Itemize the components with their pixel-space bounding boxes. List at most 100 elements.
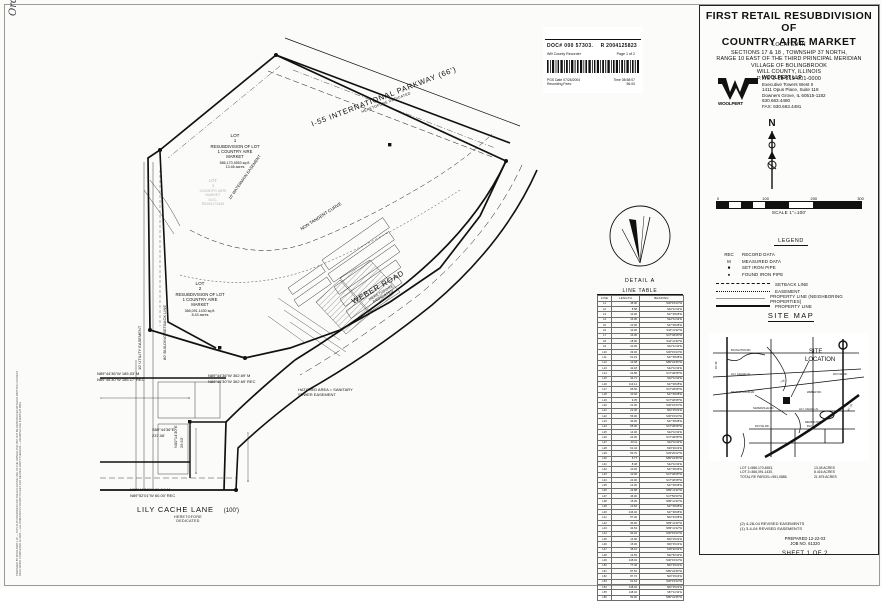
firm-address-1: Executive Towers West II (762, 81, 814, 87)
bearing-annotation-2: N89°45'30"W 185.17' REC (97, 377, 145, 382)
bearing-annotation-5: N89°44'36"W 362.69' M (208, 373, 251, 378)
lot-2-number: 2 (198, 286, 202, 292)
revision-2: (2) 4-28-04 REVISED EASEMENTS (740, 521, 805, 526)
svg-text:REMINGTON: REMINGTON (805, 420, 821, 424)
location-block: LOCATED IN SECTIONS 17 & 18 , TOWNSHIP 3… (704, 42, 874, 83)
acreage-value-lot-1: 13.45 ACRES (814, 466, 835, 470)
sheet-border (4, 4, 880, 586)
prepared-block: PREPARED 12-22-03 JOB NO. 61320 (740, 536, 870, 546)
bearing-annotation-3: N89°44'36"W 60.04' M (130, 487, 171, 492)
site-map: SITE LOCATION BOUGHTON RD. LILY CACHE LN… (709, 333, 869, 461)
svg-text:RT. 53: RT. 53 (846, 403, 853, 412)
legend-row-setback-line: SETBACK LINE (716, 281, 866, 287)
lily-cache-sub-2: DEDICATED (176, 518, 200, 523)
legend-row-neighbor: PROPERTY LINE (NEIGHBORING PROPERTIES) (716, 294, 866, 304)
acreage-summary: LOT 1=586,170.4553, 13.45 ACRES LOT 2=36… (740, 466, 870, 479)
legend-row-rec: REC RECORD DATA (716, 252, 866, 258)
scale-tick-200: 200 (810, 196, 818, 201)
neighbor-line-icon (716, 298, 766, 300)
lot-1-desc-2: 1 COUNTRY AIRE (217, 148, 253, 154)
svg-text:NAPERVILLE RD.: NAPERVILLE RD. (753, 406, 774, 410)
sheet-title-line-2: COUNTRY AIRE MARKET (721, 36, 857, 48)
svg-text:LILY CACHE LN.: LILY CACHE LN. (731, 372, 751, 376)
lily-cache-name: LILY CACHE LANE (137, 505, 214, 514)
site-map-title: SITE MAP (767, 311, 815, 322)
acreage-value-lot-2: 8.416 ACRES (814, 470, 835, 475)
legend-row-easement: EASEMENT (716, 289, 866, 295)
location-line-4: WILL COUNTY, ILLINOIS (756, 69, 822, 76)
legend-title: LEGEND (774, 238, 808, 246)
stamp-doc-label: DOC# 000 57303. (547, 43, 594, 49)
legend-row-measured: M MEASURED DATA (716, 258, 866, 264)
legend-label-setback: SETBACK LINE (775, 281, 809, 287)
utility-easement-note: 10' UTILITY EASEMENT (137, 325, 142, 370)
svg-text:WEBER RD.: WEBER RD. (807, 390, 822, 394)
bearing-annotation-9: S89°44'36"E (152, 427, 175, 432)
firm-name: WOOLPERT LLP (762, 75, 802, 81)
bearing-annotation-4: N89°52'01"W 60.00' REC (130, 493, 176, 498)
lot-1-desc-3: MARKET (226, 153, 244, 159)
firm-address: WOOLPERT LLP Executive Towers West II 14… (762, 75, 866, 110)
firm-fax: FAX: 630.663.4481 (762, 103, 802, 109)
ghost-lot-line-6: R2000173406 (201, 202, 225, 207)
job-number: JOB NO. 61320 (790, 541, 820, 547)
north-arrow-label: N (768, 118, 776, 129)
legend: LEGEND REC RECORD DATA M MEASURED DATA ■… (716, 238, 866, 311)
site-location-label-l1: SITE (809, 349, 822, 355)
easement-line-icon (716, 290, 770, 293)
acreage-row-total: TOTAL RE PARCEL=951,0885, 21.875 ACRES (740, 475, 870, 479)
ghost-lot-line-4: MARKET (205, 193, 221, 198)
location-line-3: VILLAGE OF BOLINGBROOK (750, 62, 828, 69)
lot-2-desc-2: 1 COUNTRY AIRE (182, 296, 218, 302)
acreage-label-total: TOTAL RE PARCEL=951,0885, (740, 474, 788, 479)
bearing-annotation-6: N89°45'30"W 362.69' REC (208, 379, 256, 384)
lot-1-desc-1: RESUBDIVISION OF LOT (210, 143, 260, 149)
edge-fine-print: PREPARED BY WOOLPERT LLP — THIS PLAT PRE… (16, 340, 22, 576)
svg-text:ROYCE RD.: ROYCE RD. (755, 424, 770, 428)
legend-symbol-rec: REC (724, 251, 734, 257)
ghost-lot-line-1: LOT (208, 178, 218, 183)
legend-label-found-pipe: FOUND IRON PIPE (742, 272, 784, 278)
stamp-page: Page 1 of 2 (616, 52, 635, 56)
legend-row-found-pipe: ● FOUND IRON PIPE (716, 272, 866, 278)
scale-tick-0: 0 (716, 196, 720, 201)
legend-label-property: PROPERTY LINE (775, 304, 812, 310)
ghost-lot-line-5: DOC. (208, 197, 218, 202)
firm-address-2: 1411 Opus Place, Suite 118 (762, 87, 819, 93)
sheet-title-line-1: FIRST RETAIL RESUBDIVISION OF (705, 10, 873, 34)
lot-2-desc-1: RESUBDIVISION OF LOT (175, 291, 225, 297)
line-table-cell-length: 50.00 (611, 594, 640, 601)
legend-label-measured: MEASURED DATA (742, 258, 782, 264)
scale-tick-100: 100 (762, 196, 769, 201)
acreage-label-lot-1: LOT 1=586,170.4553, (740, 466, 774, 470)
revision-1: (1) 3-4-04 REVISED EASEMENTS (740, 526, 803, 531)
site-location-label-l2: LOCATION (805, 357, 835, 363)
legend-label-set-pipe: SET IRON PIPE (742, 265, 776, 271)
stamp-barcode (547, 60, 639, 73)
plat-sheet: LOT 1 RESUBDIVISION OF LOT 1 COUNTRY AIR… (4, 0, 880, 601)
lily-cache-sub-1: HERETOFORE (174, 514, 202, 519)
location-line-1: SECTIONS 17 & 18 , TOWNSHIP 37 NORTH, (731, 49, 847, 56)
svg-text:ROYCE RD.: ROYCE RD. (833, 372, 848, 376)
lot-1-area-acres: 13.46 acres (225, 165, 245, 170)
ghost-lot-label-block: LOT 1 COUNTRY AIRE MARKET DOC. R20001734… (176, 178, 250, 207)
scale-bar-graphic (716, 201, 862, 209)
setback-line-icon (716, 283, 770, 285)
site-map-graphic: SITE LOCATION BOUGHTON RD. LILY CACHE LN… (712, 337, 865, 459)
location-pin: P.I.N. 2-18-219-001-0000 (756, 75, 822, 82)
scale-caption: SCALE 1"=100' (771, 210, 807, 215)
acreage-row-lot-1: LOT 1=586,170.4553, 13.45 ACRES (740, 466, 870, 470)
ghost-lot-line-3: COUNTRY AIRE (199, 189, 227, 193)
lily-cache-width: (100') (223, 508, 239, 514)
line-table-cell-bearing: N89°44'36"W (639, 594, 684, 601)
legend-row-property: PROPERTY LINE (716, 304, 866, 310)
legend-symbol-measured: M (727, 258, 731, 264)
lot-1-number: 1 (233, 138, 237, 144)
revision-list: (2) 4-28-04 REVISED EASEMENTS (1) 3-4-04… (740, 521, 870, 531)
lot-1-label: LOT (230, 133, 240, 138)
scale-tick-labels: 0 100 200 300 (716, 196, 864, 201)
woolpert-mark-icon (718, 78, 758, 100)
svg-text:RT. 66: RT. 66 (714, 361, 718, 369)
